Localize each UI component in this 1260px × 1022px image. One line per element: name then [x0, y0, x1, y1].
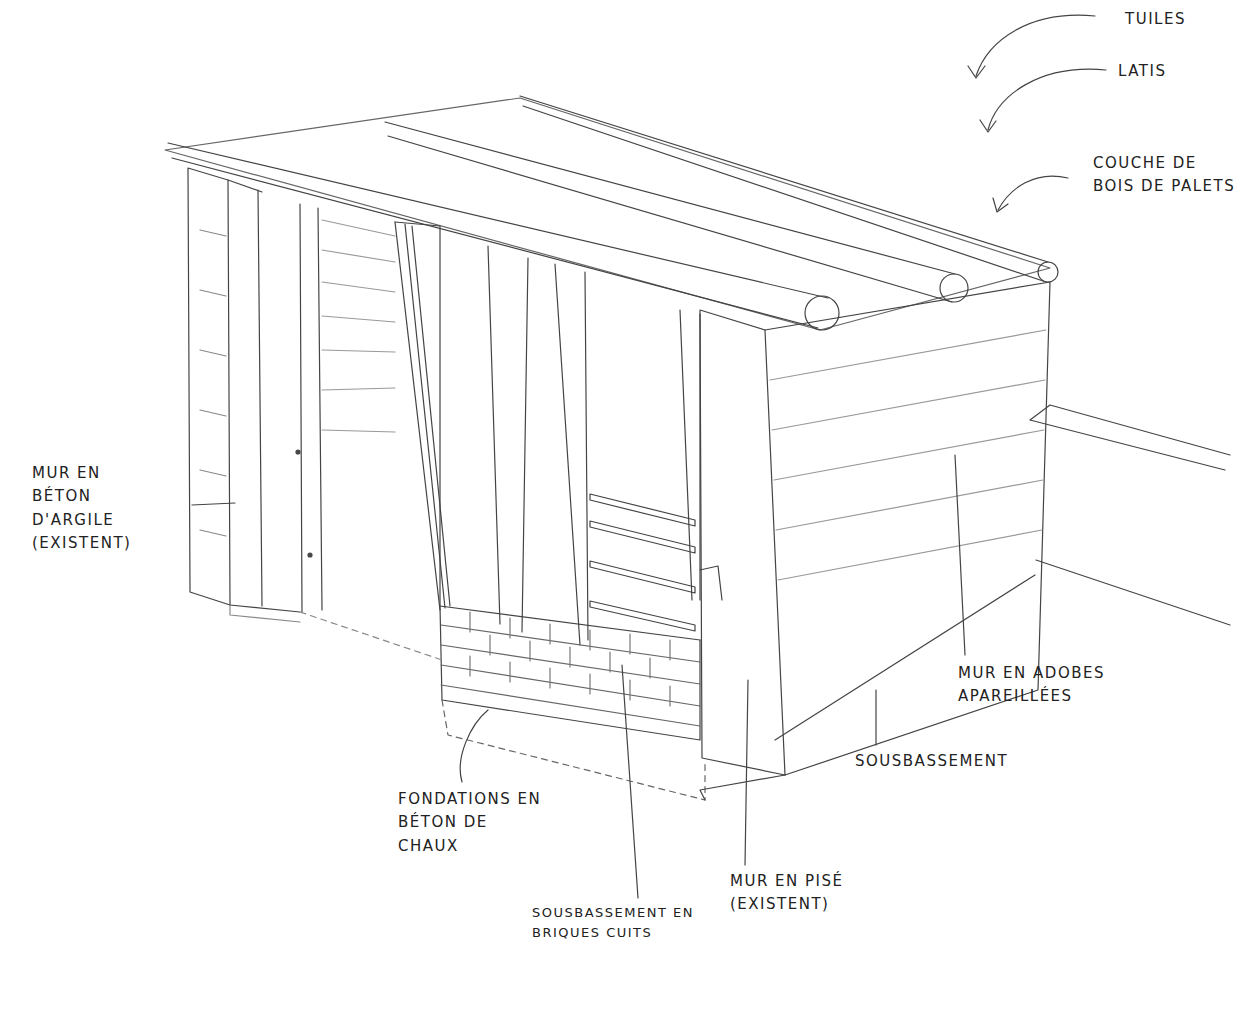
part-label: TUILES [1125, 8, 1250, 31]
part-label: FONDATIONS EN BÉTON DE CHAUX [398, 788, 548, 858]
part-label: SOUSBASSEMENT EN BRIQUES CUITS [532, 903, 702, 943]
part-label: SOUSBASSEMENT [855, 750, 1055, 773]
part-label: COUCHE DE BOIS DE PALETS [1093, 152, 1243, 199]
part-label: MUR EN ADOBES APAREILLÉES [958, 662, 1133, 709]
part-label: LATIS [1118, 60, 1243, 83]
part-label: MUR EN BÉTON D'ARGILE (EXISTENT) [32, 462, 160, 555]
part-label: MUR EN PISÉ (EXISTENT) [730, 870, 890, 917]
